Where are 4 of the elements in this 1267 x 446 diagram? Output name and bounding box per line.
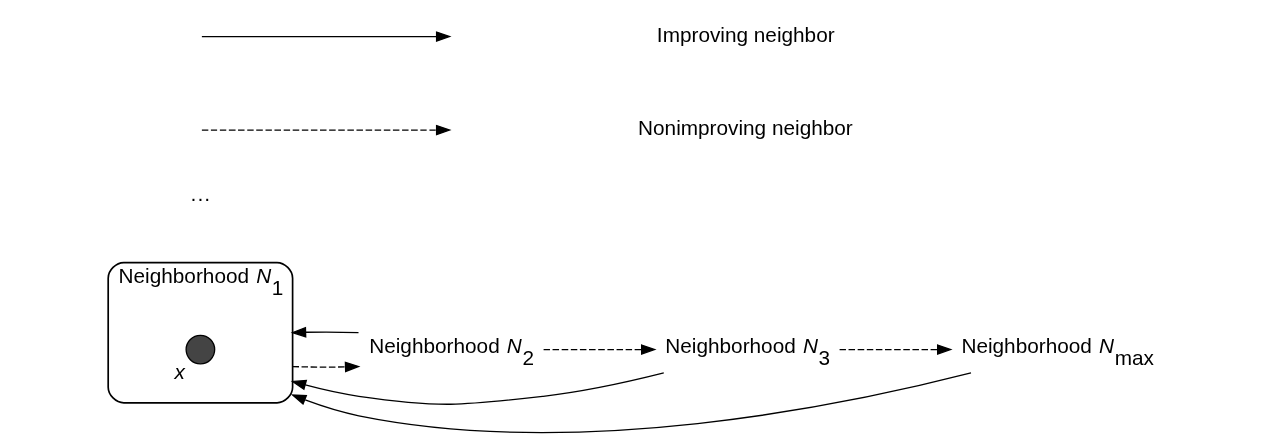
node-label: x	[174, 360, 185, 384]
legend-label: Nonimproving neighbor	[638, 116, 853, 140]
label: ···	[190, 186, 211, 210]
legend-label: Improving neighbor	[656, 22, 835, 46]
